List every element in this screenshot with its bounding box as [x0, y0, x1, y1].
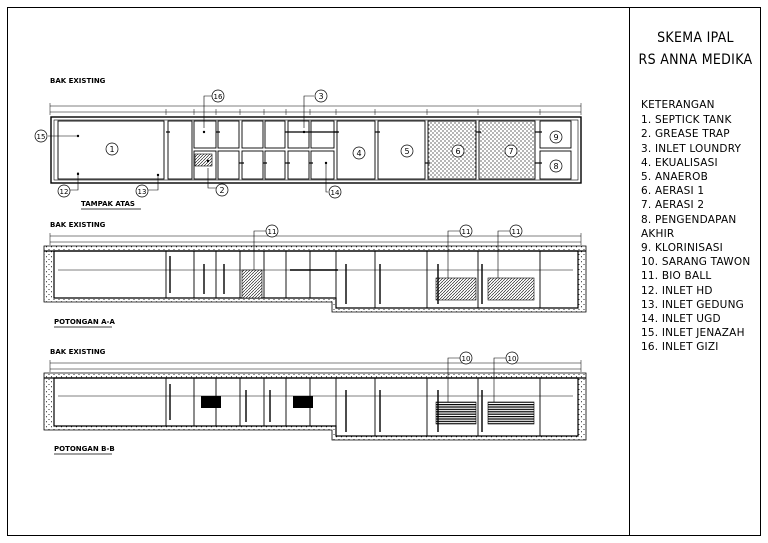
tag-3: 3	[314, 89, 328, 103]
legend-item: 5. ANAEROB	[641, 171, 708, 184]
legend-item: 13. INLET GEDUNG	[641, 298, 744, 311]
legend-item: 3. INLET LOUNDRY	[641, 142, 742, 155]
svg-text:12: 12	[60, 188, 69, 196]
svg-text:1: 1	[109, 145, 114, 154]
plan-pipes	[166, 131, 542, 164]
legend-item: 7. AERASI 2	[641, 199, 705, 212]
legend-item: 11. BIO BALL	[641, 270, 712, 283]
section-bb: BAK EXISTING	[43, 348, 587, 455]
legend-heading: KETERANGAN	[641, 99, 715, 111]
svg-text:9: 9	[553, 133, 558, 142]
tag-7: 7	[504, 144, 518, 158]
legend-item: 15. INLET JENAZAH	[641, 327, 745, 340]
svg-text:7: 7	[508, 147, 513, 156]
legend-item: 16. INLET GIZI	[641, 341, 719, 354]
tag-9: 9	[549, 130, 563, 144]
section-aa-bioball-3	[487, 277, 535, 301]
legend-item: 12. INLET HD	[641, 284, 713, 297]
compartment-septic-tank	[57, 120, 165, 180]
plan-compartments	[57, 120, 572, 180]
svg-text:6: 6	[455, 147, 460, 156]
tag-16: 16	[211, 89, 225, 103]
plan-dimension-line	[49, 103, 582, 115]
section-bb-block-1	[201, 396, 221, 408]
plan-tank-outline	[50, 116, 582, 184]
tag-15: 15	[34, 129, 48, 143]
drawing-area: BAK EXISTING	[34, 77, 587, 455]
section-aa-bioball-2	[435, 277, 477, 301]
tag-5: 5	[400, 144, 414, 158]
svg-text:13: 13	[138, 188, 147, 196]
section-bb-block-2	[293, 396, 313, 408]
section-bb-honeycomb-1	[435, 401, 477, 425]
legend-item: 10. SARANG TAWON	[641, 256, 751, 269]
legend-item: 8. PENGENDAPAN	[641, 213, 737, 226]
legend-item: 6. AERASI 1	[641, 185, 705, 198]
svg-text:14: 14	[331, 189, 340, 197]
legend-item: AKHIR	[641, 227, 675, 240]
section-aa-caption: POTONGAN A-A	[54, 318, 115, 326]
compartment-anaerob	[377, 120, 426, 180]
compartment-ekualisasi	[336, 120, 376, 180]
svg-text:15: 15	[37, 133, 46, 141]
tag-10-a: 10	[459, 351, 473, 365]
legend-item: 4. EKUALISASI	[641, 156, 718, 169]
tag-13: 13	[135, 184, 149, 198]
svg-text:10: 10	[462, 355, 471, 363]
tag-11-b: 11	[459, 224, 473, 238]
tag-11-a: 11	[265, 224, 279, 238]
section-bb-honeycomb-2	[487, 401, 535, 425]
plan-existing-label: BAK EXISTING	[50, 77, 106, 85]
legend-item: 2. GREASE TRAP	[641, 128, 730, 141]
svg-text:11: 11	[512, 228, 521, 236]
svg-text:2: 2	[219, 186, 224, 195]
drawing-subtitle: RS ANNA MEDIKA	[638, 52, 753, 68]
tag-6: 6	[451, 144, 465, 158]
section-bb-existing-label: BAK EXISTING	[50, 348, 106, 356]
svg-text:8: 8	[553, 162, 558, 171]
svg-text:5: 5	[404, 147, 409, 156]
compartment-pengendapan	[539, 150, 572, 180]
svg-text:10: 10	[508, 355, 517, 363]
tag-2: 2	[215, 183, 229, 197]
svg-text:16: 16	[214, 93, 223, 101]
tag-4: 4	[352, 146, 366, 160]
legend-item: 14. INLET UGD	[641, 313, 721, 326]
tag-10-b: 10	[505, 351, 519, 365]
legend-item: 1. SEPTICK TANK	[641, 114, 732, 127]
drawing-sheet: BAK EXISTING	[7, 7, 761, 536]
tag-1: 1	[105, 142, 119, 156]
drawing-title: SKEMA IPAL	[657, 30, 734, 46]
svg-text:11: 11	[268, 228, 277, 236]
section-aa-existing-label: BAK EXISTING	[50, 221, 106, 229]
section-aa-bioball-1	[241, 269, 263, 299]
svg-text:4: 4	[356, 149, 361, 158]
title-block: SKEMA IPAL RS ANNA MEDIKA KETERANGAN 1. …	[629, 8, 760, 535]
plan-leaders	[48, 95, 328, 193]
grease-trap-hatch	[194, 153, 213, 167]
tag-11-c: 11	[509, 224, 523, 238]
svg-text:11: 11	[462, 228, 471, 236]
tag-8: 8	[549, 159, 563, 173]
compartment-klorinisasi	[539, 120, 572, 149]
svg-text:3: 3	[318, 92, 323, 101]
section-aa: BAK EXISTING	[43, 221, 587, 328]
legend-item: 9. KLORINISASI	[641, 242, 723, 255]
section-bb-caption: POTONGAN B-B	[54, 445, 115, 453]
tag-12: 12	[57, 184, 71, 198]
plan-view: BAK EXISTING	[34, 77, 582, 210]
plan-tags: 1 2 3 4 5 6 7 8 9 12	[34, 89, 563, 199]
plan-caption: TAMPAK ATAS	[81, 200, 135, 208]
tag-14: 14	[328, 185, 342, 199]
